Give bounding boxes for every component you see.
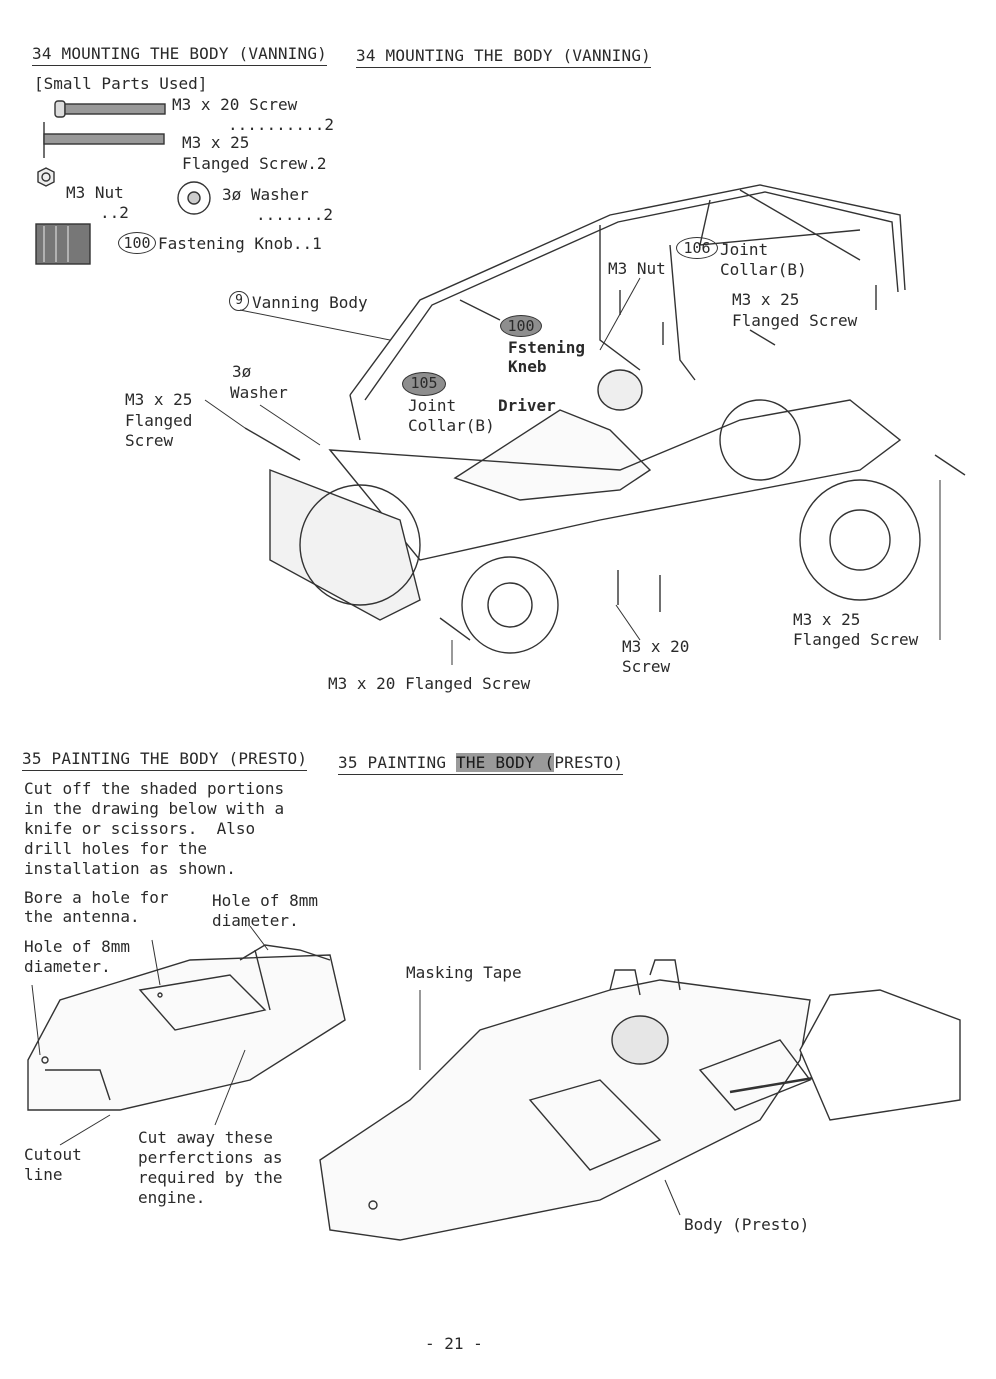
instruction-line-3: knife or scissors. Also <box>24 819 256 838</box>
driver-label: Driver <box>498 396 556 415</box>
washer-label-a: 3ø <box>232 362 252 381</box>
section35-heading-right: 35 PAINTING THE BODY (PRESTO) <box>338 753 624 775</box>
fastening-knob-100-badge: 100 <box>500 315 542 337</box>
section34-heading-left: 34 MOUNTING THE BODY (VANNING) <box>32 44 327 66</box>
instruction-line-4: drill holes for the <box>24 839 208 858</box>
parts-title: [Small Parts Used] <box>34 74 208 93</box>
presto-body-cutout-drawing <box>27 925 346 1146</box>
washer-icon <box>177 181 211 215</box>
part-washer-label: 3ø Washer <box>222 185 309 204</box>
flanged-screw-bottom-right-label-a: M3 x 25 <box>793 610 861 629</box>
masking-tape-text: Masking Tape <box>406 963 522 982</box>
vanning-body-label: Vanning Body <box>252 293 368 312</box>
presto-body-masking-drawing <box>319 959 961 1241</box>
fstening-knob-label-b: Kneb <box>508 357 547 376</box>
screw20-label-b: Screw <box>622 657 671 676</box>
joint-collar-right-label-b: Collar(B) <box>720 260 807 279</box>
part-flanged25-qty: Flanged Screw.2 <box>182 154 327 173</box>
fastening-knob-icon <box>35 223 91 265</box>
flanged-screw-left-label-a: M3 x 25 <box>125 390 193 409</box>
masking-tape-label: Masking Tape <box>406 963 522 983</box>
part-nut-qty: ..2 <box>100 203 129 222</box>
screw20-label-a: M3 x 20 <box>622 637 690 656</box>
section34-heading-right: 34 MOUNTING THE BODY (VANNING) <box>356 46 651 68</box>
fstening-knob-label-a: Fstening <box>508 338 586 357</box>
flanged-screw-20-label: M3 x 20 Flanged Screw <box>328 674 531 693</box>
body-presto-label: Body (Presto) <box>684 1215 810 1234</box>
part-knob-label: Fastening Knob..1 <box>158 234 322 253</box>
joint-collar-105-badge: 105 <box>402 372 446 396</box>
part-screw20-label: M3 x 20 Screw <box>172 95 298 114</box>
flanged-screw-right-label-b: Flanged Screw <box>732 311 858 330</box>
cutaway-line-4: engine. <box>138 1188 206 1207</box>
instruction-line-2: in the drawing below with a <box>24 799 285 818</box>
cutout-line-label-a: Cutout <box>24 1145 82 1164</box>
hole8-right-label-b: diameter. <box>212 911 299 930</box>
part-knob-number-badge: 100 <box>118 232 156 254</box>
part-nut-label: M3 Nut <box>66 183 124 202</box>
cutout-line-label-b: line <box>24 1165 63 1184</box>
joint-collar-left-label-b: Collar(B) <box>408 416 495 435</box>
joint-collar-right-label-a: Joint <box>720 240 769 259</box>
joint-collar-left-label-a: Joint <box>408 396 457 415</box>
part-flanged25-label: M3 x 25 <box>182 133 250 152</box>
heading-right-end: PRESTO) <box>554 753 624 772</box>
m3-nut-label: M3 Nut <box>608 259 666 278</box>
instruction-line-1: Cut off the shaded portions <box>24 779 285 798</box>
flanged-screw-left-label-b: Flanged <box>125 411 193 430</box>
antenna-label-b: the antenna. <box>24 907 140 926</box>
hole8-left-label-a: Hole of 8mm <box>24 937 130 956</box>
washer-label-b: Washer <box>230 383 288 402</box>
hole8-left-label-b: diameter. <box>24 957 111 976</box>
nut-icon <box>37 167 55 187</box>
heading-right-plain: 35 PAINTING <box>338 753 456 772</box>
cutaway-line-1: Cut away these <box>138 1128 273 1147</box>
screw-m3x20-icon <box>54 100 166 118</box>
flanged-screw-m3x25-icon <box>43 122 165 158</box>
part-washer-qty: .......2 <box>256 205 334 224</box>
flanged-screw-bottom-right-label-b: Flanged Screw <box>793 630 919 649</box>
joint-collar-106-badge: 106 <box>676 237 718 259</box>
hole8-right-label-a: Hole of 8mm <box>212 891 318 910</box>
part-screw20-qty: ..........2 <box>228 115 334 134</box>
flanged-screw-left-label-c: Screw <box>125 431 174 450</box>
instruction-line-5: installation as shown. <box>24 859 236 878</box>
heading-right-shaded: THE BODY ( <box>456 753 555 772</box>
cutaway-line-3: required by the <box>138 1168 283 1187</box>
cutaway-line-2: perferctions as <box>138 1148 283 1167</box>
buggy-drawing <box>244 184 966 654</box>
vanning-body-number-badge: 9 <box>229 291 249 311</box>
antenna-label-a: Bore a hole for <box>24 888 169 907</box>
flanged-screw-right-label-a: M3 x 25 <box>732 290 800 309</box>
section35-heading-left: 35 PAINTING THE BODY (PRESTO) <box>22 749 308 771</box>
page-number: - 21 - <box>425 1334 483 1353</box>
